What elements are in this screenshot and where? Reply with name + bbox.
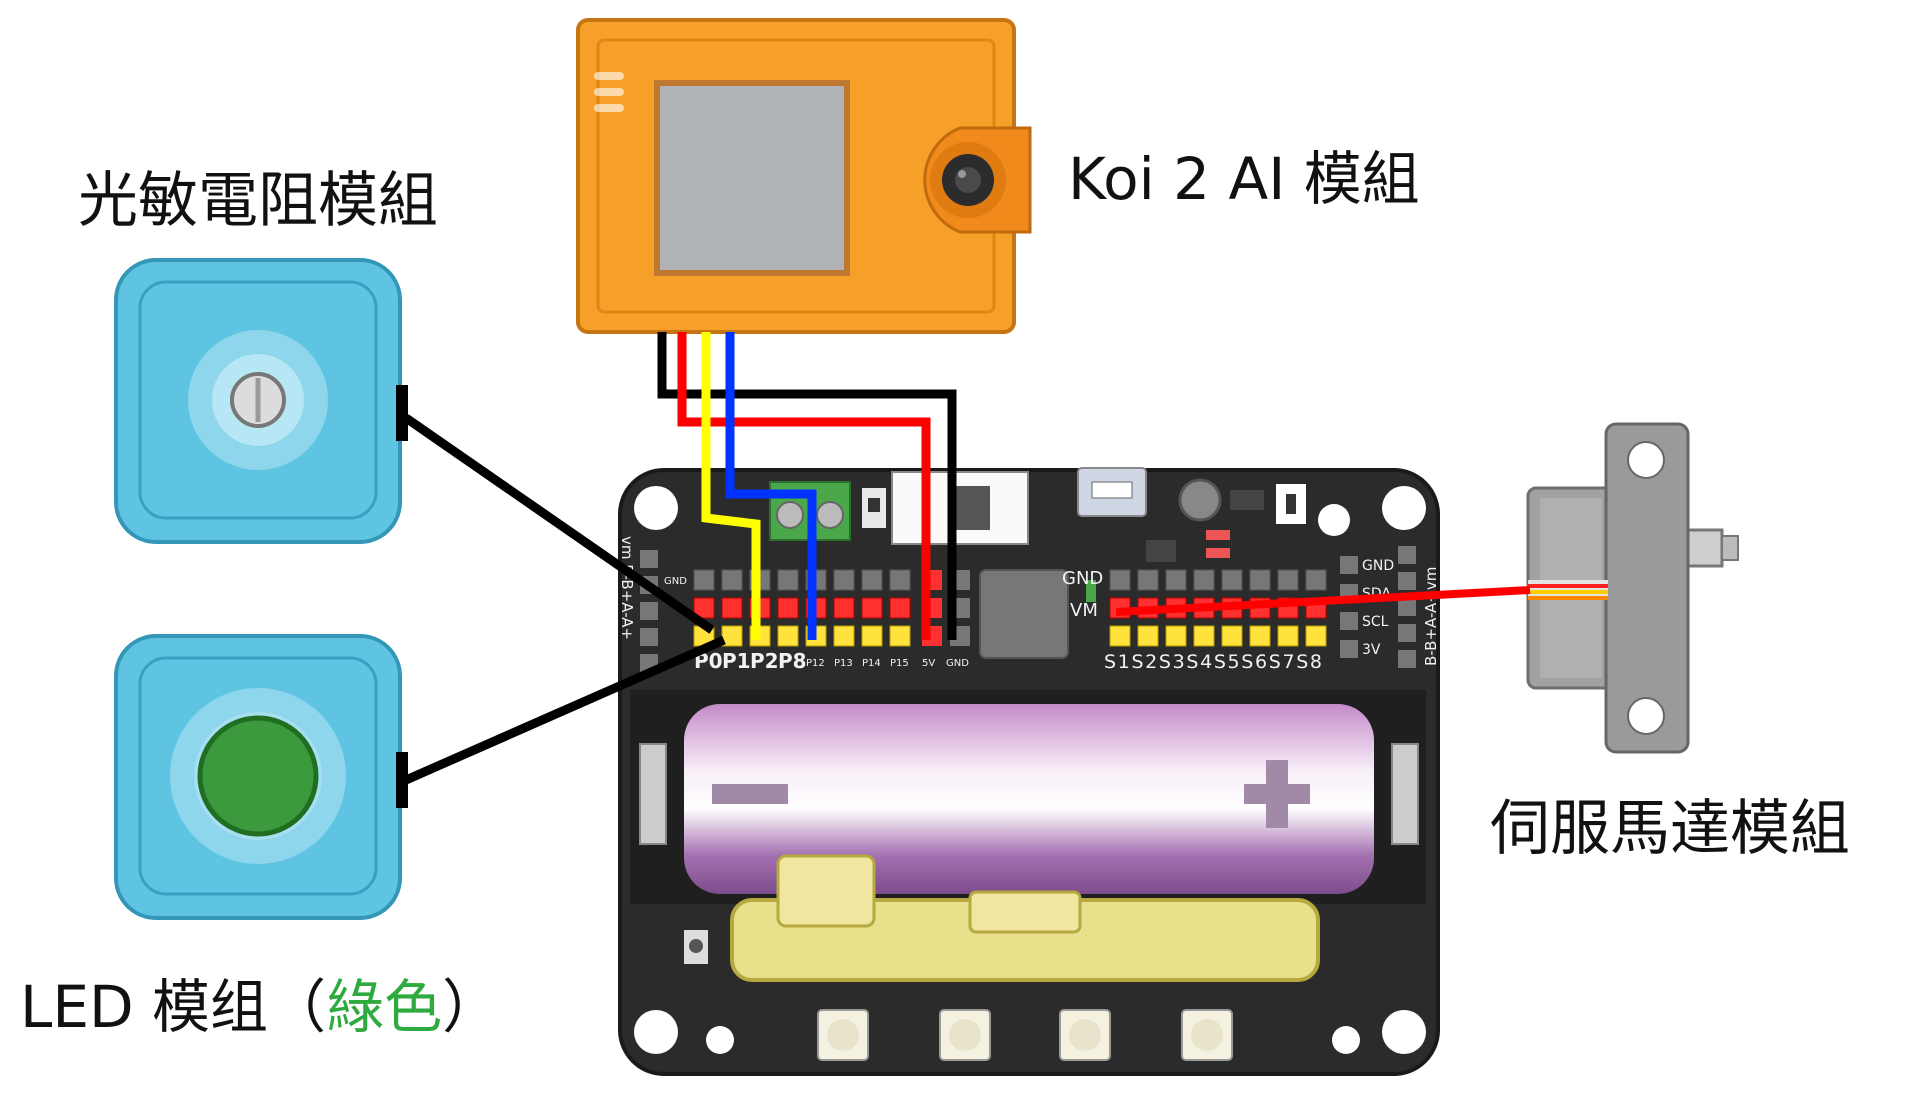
expansion-board	[618, 467, 1440, 1076]
pin-p2: P2	[750, 649, 779, 673]
pin-vm: VM	[1070, 600, 1098, 621]
pin-p14: P14	[862, 658, 881, 669]
wires	[403, 332, 1531, 785]
pin-gnd-top: GND	[664, 576, 687, 587]
led-label-close: ）	[442, 973, 501, 1041]
led-label-main: LED 模组（	[20, 973, 327, 1041]
pin-p12: P12	[806, 658, 825, 669]
wire-photoresistor	[403, 414, 715, 634]
pin-i2c-gnd: GND	[1362, 558, 1394, 574]
camera-lens-icon	[930, 142, 1006, 218]
pin-gnd-mid: GND	[1062, 568, 1103, 589]
wire-koi-black	[657, 332, 957, 640]
koi-module	[576, 18, 1032, 334]
pin-3v: 3V	[1362, 642, 1381, 658]
photoresistor-label: 光敏電阻模組	[78, 166, 438, 236]
servo-pins-label: S1S2S3S4S5S6S7S8	[1104, 651, 1322, 673]
koi-screen	[660, 86, 844, 270]
wire-koi-red	[677, 332, 931, 640]
servo-label: 伺服馬達模組	[1490, 794, 1850, 864]
pin-p13: P13	[834, 658, 853, 669]
servo-module	[1526, 422, 1739, 754]
wire-koi-blue	[725, 332, 817, 640]
wire-koi-yellow	[701, 332, 761, 640]
led-label: LED 模组（綠色）	[20, 960, 500, 1044]
led-module	[114, 634, 408, 920]
green-led	[197, 715, 319, 837]
pin-p8: P8	[778, 649, 807, 673]
led-label-color: 綠色	[326, 973, 443, 1041]
pin-p1: P1	[722, 649, 751, 673]
left-edge-pins: vm B-B+A-A+	[618, 536, 636, 640]
pin-5v: 5V	[922, 658, 935, 669]
photoresistor-module	[114, 258, 408, 544]
wire-servo-red	[1115, 586, 1531, 616]
wire-led	[404, 635, 726, 785]
right-edge-pins: B-B+A-A+vm	[1422, 567, 1440, 666]
battery	[684, 704, 1374, 894]
pin-gnd: GND	[946, 658, 969, 669]
koi-label: Koi 2 AI 模組	[1068, 145, 1420, 213]
pin-scl: SCL	[1362, 614, 1389, 630]
pin-p15: P15	[890, 658, 909, 669]
